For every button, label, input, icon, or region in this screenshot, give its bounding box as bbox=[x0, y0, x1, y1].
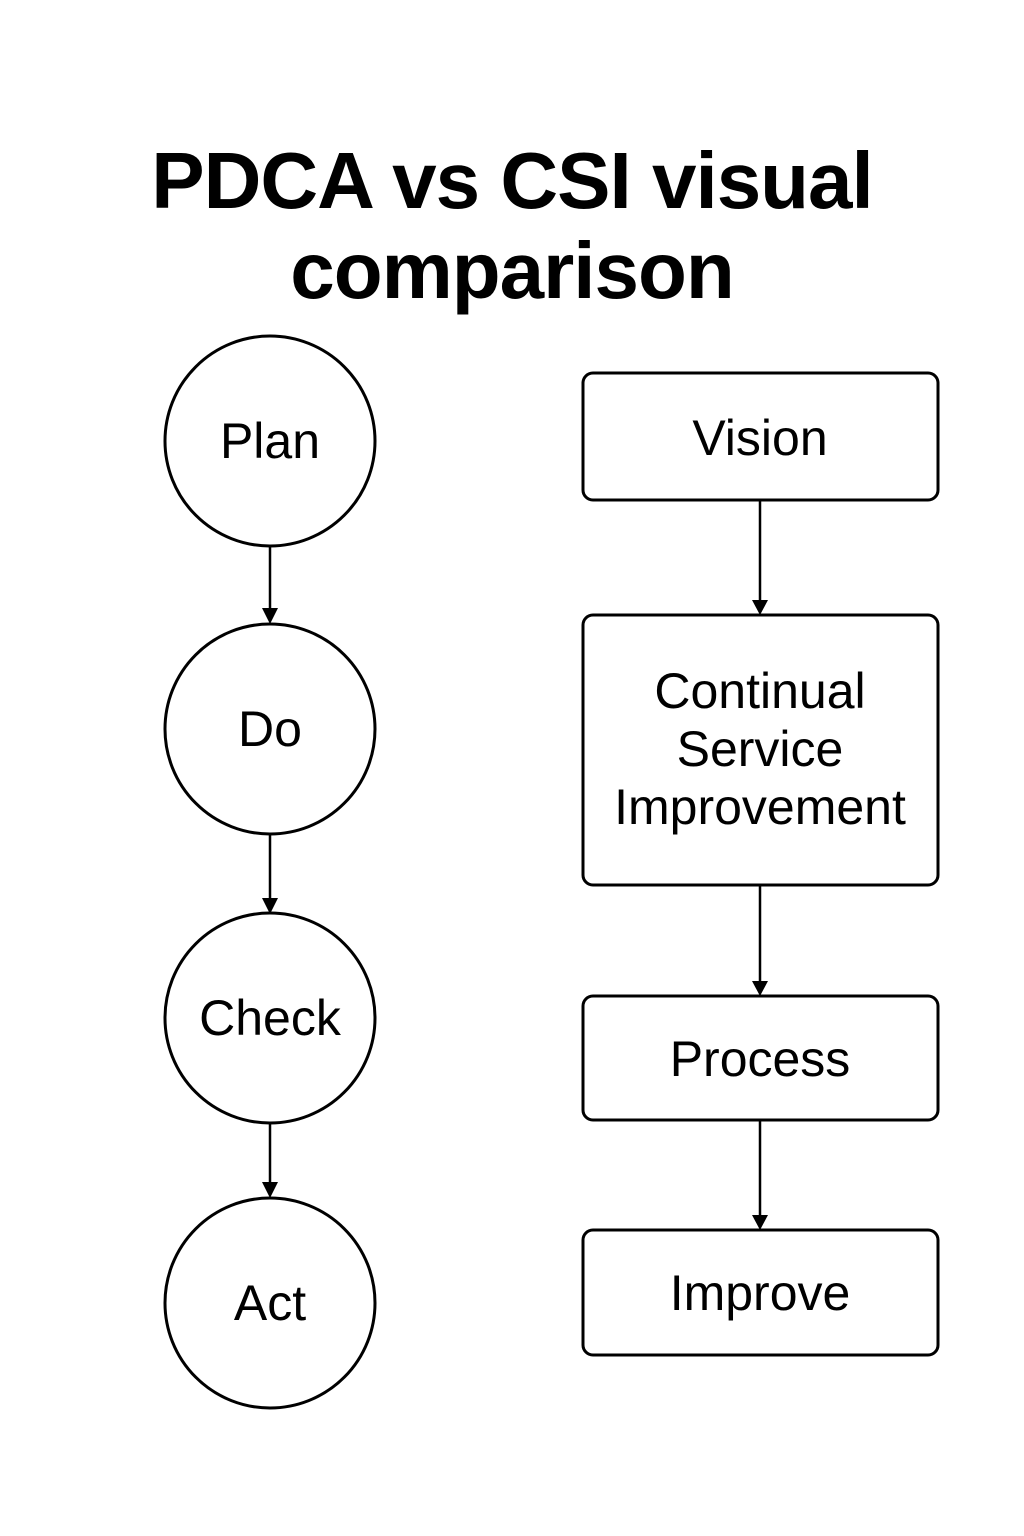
arrowhead-icon bbox=[752, 1215, 768, 1230]
pdca-node-check: Check bbox=[163, 911, 377, 1125]
pdca-connector-2 bbox=[262, 834, 278, 914]
arrowhead-icon bbox=[262, 1182, 278, 1198]
pdca-node-plan: Plan bbox=[163, 334, 377, 548]
csi-label-vision: Vision bbox=[692, 410, 827, 466]
csi-label-line-improvement: Improvement bbox=[614, 779, 906, 835]
pdca-connector-3 bbox=[262, 1123, 278, 1198]
csi-column: Vision Continual Service Improvement Pro… bbox=[581, 371, 940, 1357]
csi-node-vision: Vision bbox=[581, 371, 940, 502]
pdca-node-act: Act bbox=[163, 1196, 377, 1410]
arrowhead-icon bbox=[262, 608, 278, 624]
csi-node-continual-service-improvement: Continual Service Improvement bbox=[581, 613, 940, 887]
csi-box-improve bbox=[581, 1228, 940, 1357]
csi-node-process: Process bbox=[581, 994, 940, 1122]
pdca-connector-1 bbox=[262, 546, 278, 624]
csi-label-line-continual: Continual bbox=[654, 663, 865, 719]
arrowhead-icon bbox=[752, 600, 768, 615]
pdca-label-check: Check bbox=[199, 990, 342, 1046]
pdca-label-plan: Plan bbox=[220, 413, 320, 469]
csi-label-process: Process bbox=[670, 1031, 851, 1087]
csi-connector-3 bbox=[752, 1120, 768, 1230]
pdca-label-do: Do bbox=[238, 701, 302, 757]
pdca-label-act: Act bbox=[234, 1275, 306, 1331]
pdca-column: Plan Do Check Act bbox=[163, 334, 377, 1410]
arrowhead-icon bbox=[262, 898, 278, 914]
pdca-node-do: Do bbox=[163, 622, 377, 836]
csi-connector-2 bbox=[752, 885, 768, 996]
arrowhead-icon bbox=[752, 981, 768, 996]
csi-node-improve: Improve bbox=[581, 1228, 940, 1357]
diagram-title: PDCA vs CSI visual comparison bbox=[0, 136, 1024, 316]
title-line-2: comparison bbox=[290, 225, 734, 315]
title-line-1: PDCA vs CSI visual bbox=[151, 135, 874, 225]
pdca-circle-act bbox=[163, 1196, 377, 1410]
csi-connector-1 bbox=[752, 500, 768, 615]
csi-label-improve: Improve bbox=[670, 1265, 851, 1321]
csi-label-line-service: Service bbox=[677, 721, 844, 777]
